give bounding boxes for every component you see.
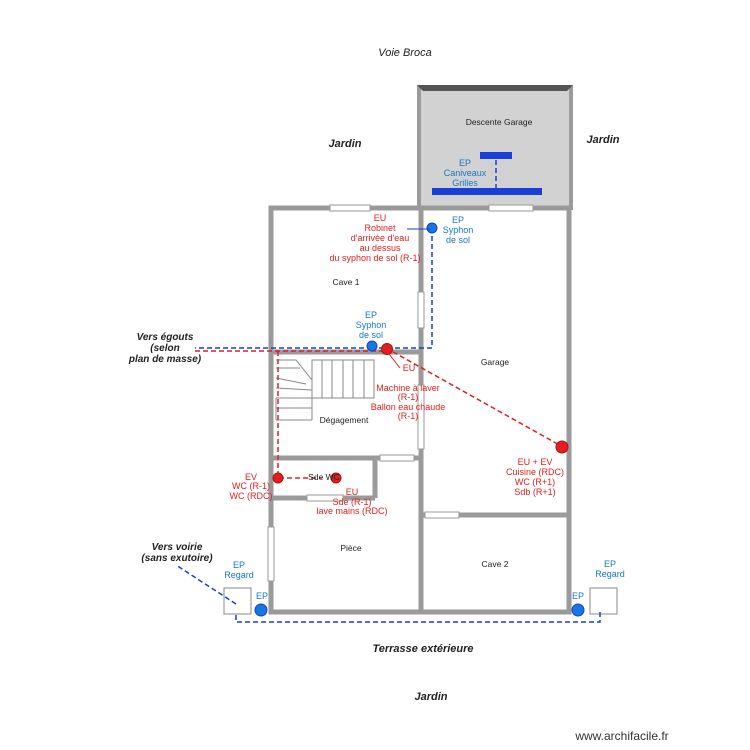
svg-text:EP: EP: [604, 559, 616, 569]
svg-text:de sol: de sol: [359, 330, 383, 340]
svg-text:d'arrivée d'eau: d'arrivée d'eau: [351, 233, 409, 243]
svg-text:(R-1): (R-1): [398, 392, 419, 402]
ep-manhole-right-annotation: EP Regard: [595, 559, 625, 579]
svg-text:WC (R-1): WC (R-1): [232, 481, 270, 491]
svg-text:lave mains (RDC): lave mains (RDC): [316, 506, 387, 516]
eu-washer-leader: [388, 353, 401, 369]
svg-text:EP: EP: [233, 560, 245, 570]
openings: [267, 204, 534, 582]
svg-text:EP: EP: [452, 215, 464, 225]
ep-right-annotation: EP: [572, 591, 584, 601]
garden-bottom-label: Jardin: [414, 691, 447, 703]
svg-text:Regard: Regard: [224, 570, 254, 580]
svg-text:EP: EP: [365, 310, 377, 320]
garden-right-label: Jardin: [586, 134, 619, 146]
room-cellar2: Cave 2: [482, 559, 509, 569]
svg-text:Vers égouts: Vers égouts: [137, 332, 194, 343]
ep-drain-mid: [366, 340, 378, 352]
room-room: Pièce: [340, 543, 362, 553]
ev-wc-annotation: EV WC (R-1) WC (RDC): [230, 472, 273, 501]
eu-washer-annotation: EU: [403, 363, 416, 373]
svg-text:EU: EU: [374, 213, 387, 223]
eu-kitchen-point: [555, 440, 569, 454]
eu-tap-annotation: EU Robinet d'arrivée d'eau au dessus du …: [329, 213, 420, 263]
svg-text:Cuisine (RDC): Cuisine (RDC): [506, 467, 564, 477]
garden-left-label: Jardin: [328, 138, 361, 150]
svg-text:Robinet: Robinet: [364, 223, 396, 233]
svg-text:Vers voirie: Vers voirie: [152, 542, 203, 553]
washer-boiler-annotation: Machine à laver (R-1) Ballon eau chaude …: [371, 383, 446, 421]
room-bathroom: Sde WC: [308, 472, 340, 482]
svg-text:du syphon de sol (R-1): du syphon de sol (R-1): [329, 253, 420, 263]
room-garage: Garage: [481, 357, 510, 367]
staircase: [275, 359, 375, 421]
room-garage-ramp: Descente Garage: [466, 117, 533, 127]
ep-floor-drain-mid-annotation: EP Syphon de sol: [356, 310, 387, 340]
gutter-top: [480, 152, 512, 159]
room-hallway: Dégagement: [320, 415, 369, 425]
svg-text:EV: EV: [245, 472, 257, 482]
svg-text:au dessus: au dessus: [359, 243, 401, 253]
ep-left-annotation: EP: [256, 591, 268, 601]
svg-text:(R-1): (R-1): [398, 411, 419, 421]
watermark: www.archifacile.fr: [574, 729, 668, 743]
eu-sde-annotation: EU Sde (R-1) lave mains (RDC): [316, 487, 387, 516]
svg-text:Sdb (R+1): Sdb (R+1): [514, 487, 555, 497]
ep-gutters-annotation: EP Caniveaux Grilles: [444, 158, 487, 188]
room-cellar1: Cave 1: [333, 277, 360, 287]
svg-text:EP: EP: [459, 158, 471, 168]
svg-text:EU + EV: EU + EV: [518, 457, 553, 467]
svg-text:Caniveaux: Caniveaux: [444, 168, 487, 178]
ep-manhole-left-annotation: EP Regard: [224, 560, 254, 580]
svg-text:Grilles: Grilles: [452, 178, 478, 188]
svg-text:Regard: Regard: [595, 569, 625, 579]
garage-ramp: [417, 85, 573, 210]
street-label: Voie Broca: [378, 47, 431, 59]
svg-text:EU: EU: [346, 487, 359, 497]
svg-text:Ballon eau chaude: Ballon eau chaude: [371, 402, 446, 412]
svg-text:(sans exutoire): (sans exutoire): [141, 553, 213, 564]
eu-sde-point: [330, 472, 342, 484]
manhole-right: [589, 587, 618, 615]
eu-pipes: [195, 347, 564, 479]
to-sewer-annotation: Vers égouts (selon plan de masse): [128, 332, 202, 365]
to-road-annotation: Vers voirie (sans exutoire): [141, 542, 213, 564]
manhole-left: [223, 587, 252, 615]
svg-text:plan de masse): plan de masse): [128, 354, 202, 365]
drain-points: [254, 222, 585, 617]
svg-text:de sol: de sol: [446, 235, 470, 245]
gutter-bottom: [432, 188, 542, 195]
ep-drain-top: [426, 222, 438, 234]
svg-text:Machine à laver: Machine à laver: [376, 383, 440, 393]
svg-text:(selon: (selon: [150, 343, 179, 354]
svg-text:WC (R+1): WC (R+1): [515, 477, 555, 487]
ep-right-point: [571, 603, 585, 617]
eu-ev-kitchen-annotation: EU + EV Cuisine (RDC) WC (R+1) Sdb (R+1): [506, 457, 564, 497]
eu-points: [272, 343, 569, 484]
ep-left-point: [254, 603, 268, 617]
ev-wc-point: [272, 472, 284, 484]
eu-washer-point: [381, 343, 393, 355]
svg-text:Syphon: Syphon: [443, 225, 474, 235]
terrace-label: Terrasse extérieure: [372, 643, 473, 655]
svg-text:WC (RDC): WC (RDC): [230, 491, 273, 501]
svg-text:Syphon: Syphon: [356, 320, 387, 330]
ep-floor-drain-top-annotation: EP Syphon de sol: [443, 215, 474, 245]
svg-text:Sde (R-1): Sde (R-1): [332, 497, 371, 507]
